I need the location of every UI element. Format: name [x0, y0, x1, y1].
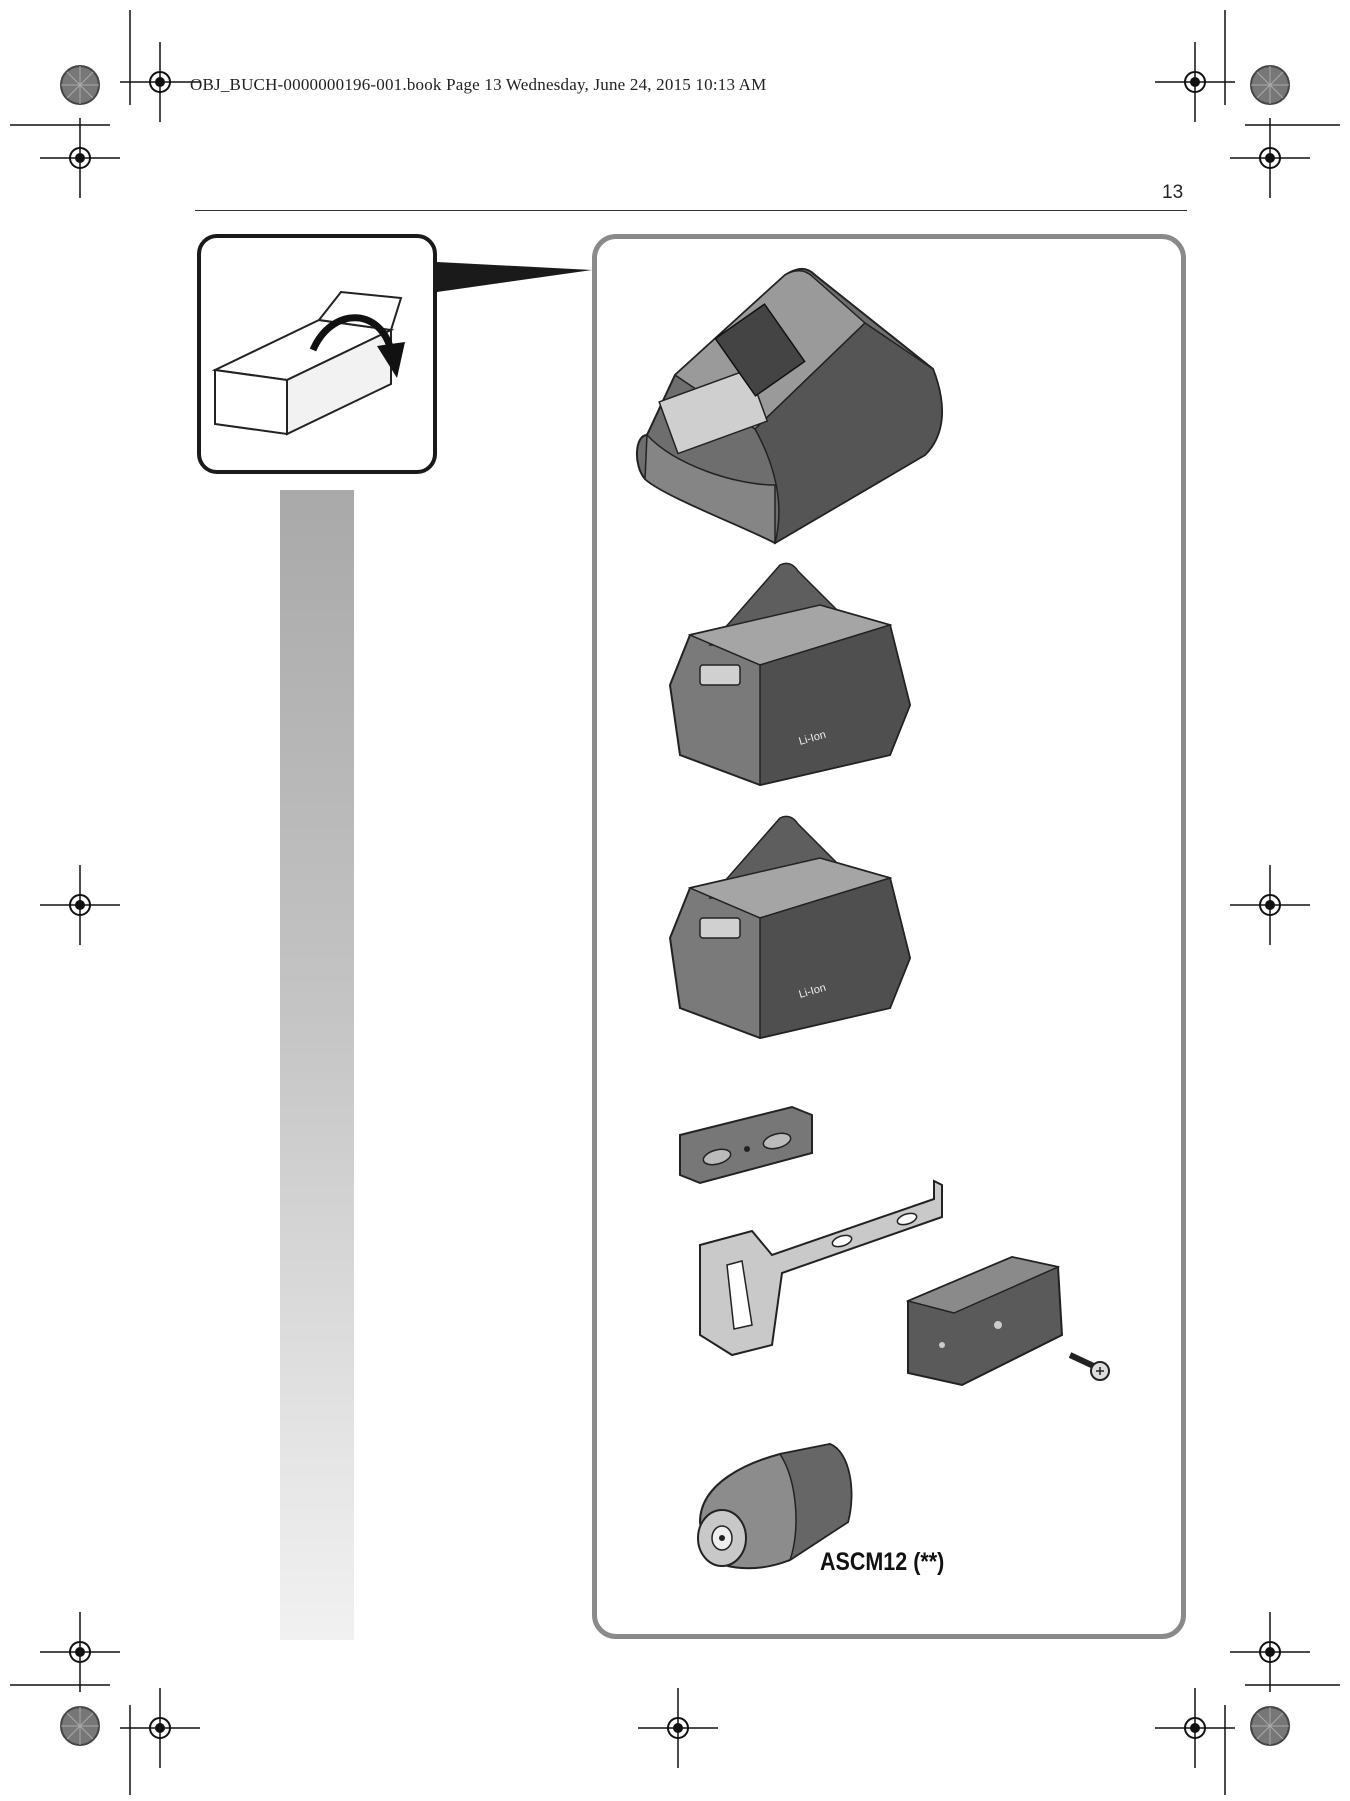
registration-cross-icon: [39, 864, 121, 946]
header-rule: [195, 210, 1187, 211]
callout-connector: [437, 262, 592, 292]
registration-cross-icon: [1154, 1687, 1236, 1769]
unpacking-callout: [197, 234, 437, 474]
bracket-icon: [699, 1179, 943, 1357]
rubber-pad-icon: [679, 1105, 813, 1185]
registration-cross-icon: [39, 1611, 121, 1693]
charger-illustration: [636, 268, 943, 545]
registration-cross-icon: [119, 1687, 201, 1769]
registration-disc-icon: [60, 1706, 100, 1746]
mounting-kit-illustration: [679, 1105, 1110, 1387]
registration-cross-icon: [637, 1687, 719, 1769]
accessory-model-label: ASCM12 (**): [820, 1548, 945, 1576]
clip-holder-icon: [905, 1255, 1064, 1387]
registration-cross-icon: [1229, 864, 1311, 946]
battery-illustration-1: Li-Ion: [668, 562, 912, 787]
page-number: 13: [1162, 182, 1184, 203]
screw-icon: [1068, 1352, 1110, 1381]
registration-cross-icon: [1229, 1611, 1311, 1693]
battery-illustration-2: Li-Ion: [668, 815, 912, 1040]
gray-gradient-bar: [280, 490, 354, 1640]
header-file-info: OBJ_BUCH-0000000196-001.book Page 13 Wed…: [190, 75, 767, 94]
registration-disc-icon: [1250, 1706, 1290, 1746]
open-box-icon: [211, 290, 405, 436]
drill-chuck-illustration: [697, 1442, 853, 1570]
